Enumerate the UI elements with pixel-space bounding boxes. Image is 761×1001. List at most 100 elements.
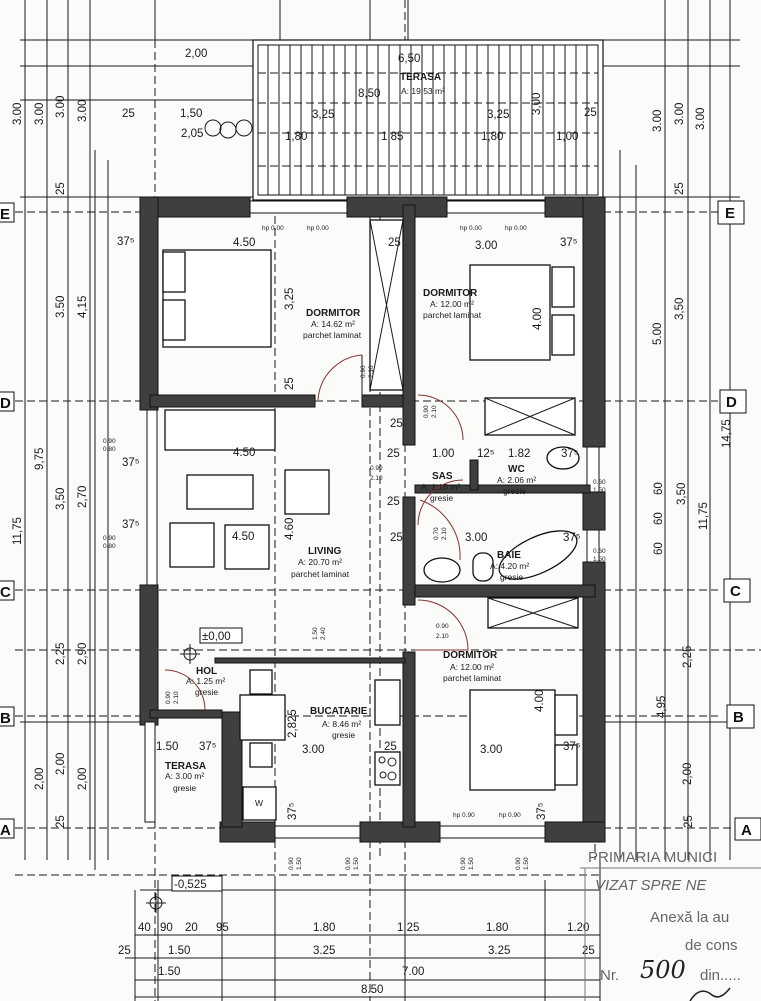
room-finish-sas: gresie [430, 493, 453, 503]
axis-label-c-right: C [730, 583, 741, 600]
room-area-dormitor-2: A: 12.00 m² [430, 299, 474, 309]
dimension-label: 3.00 [480, 744, 502, 756]
dimension-label-left: 4,15 [77, 296, 89, 318]
dimension-label-left: 2,00 [55, 753, 67, 775]
room-name-dormitor-1: DORMITOR [306, 308, 361, 319]
dimension-label: 1,50 [180, 108, 202, 120]
dimension-label-right: 2,25 [682, 646, 694, 668]
dimension-label: 4.50 [232, 531, 254, 543]
dimension-label-right: 2,00 [682, 763, 694, 785]
dimension-label: 37⁵ [563, 532, 581, 544]
room-area-baie: A: 4.20 m² [490, 561, 529, 571]
opening-label: 2.10 [441, 527, 448, 540]
approval-stamp: PRIMARIA MUNICI VIZAT SPRE NE Anexă la a… [580, 849, 761, 1001]
axis-label-b-right: B [733, 709, 744, 726]
room-name-baie: BAIE [497, 550, 521, 561]
toilet [546, 446, 580, 470]
door-swings [164, 354, 469, 711]
opening-label: 0.90 [360, 365, 367, 378]
stamp-din-label: din..... [700, 967, 741, 984]
dimension-label: 37⁵ [199, 741, 217, 753]
walls [139, 196, 606, 843]
opening-label: 1.50 [593, 487, 606, 494]
dimension-label: 3,25 [312, 109, 334, 121]
stamp-nr-label: Nr. [600, 967, 619, 984]
room-area-dormitor-1: A: 14.62 m² [311, 319, 355, 329]
dimension-label: 25 [388, 237, 401, 249]
room-finish-dormitor-1: parchet laminat [303, 330, 362, 340]
room-name-living: LIVING [308, 546, 342, 557]
dimension-label-right: 3,50 [674, 298, 686, 320]
room-name-terasa-small: TERASA [165, 761, 206, 772]
level-markers: ±0,00 -0,525 [146, 627, 243, 913]
opening-label: 1.50 [353, 857, 360, 870]
dimension-label-left: 9,75 [34, 448, 46, 470]
level-floor: ±0,00 [202, 631, 231, 643]
room-name-wc: WC [508, 464, 525, 475]
dimension-label: 37⁵ [561, 448, 579, 460]
washer-label: W [255, 798, 263, 808]
axis-label-a-right: A [741, 822, 752, 839]
axis-label-b: B [0, 710, 11, 727]
stove [374, 751, 401, 786]
opening-label: 1.50 [523, 857, 530, 870]
dimension-label-right: 4,95 [656, 696, 668, 718]
dimension-label-left: 3.00 [34, 103, 46, 125]
opening-label: 0.90 [436, 623, 449, 630]
room-finish-bucatarie: gresie [332, 730, 355, 740]
dimension-label-right: 14,75 [721, 419, 733, 448]
dimension-label-right: 11,75 [698, 502, 710, 530]
dimension-label: 6,50 [398, 53, 420, 65]
dimension-label-bottom: 3.25 [313, 945, 335, 957]
opening-label: 1.50 [296, 857, 303, 870]
level-ground: -0,525 [174, 879, 207, 891]
stamp-line-3: Anexă la au [650, 909, 729, 926]
dimension-label-bottom: 40 [138, 922, 151, 934]
dimension-label-left: 2,25 [55, 643, 67, 665]
dimension-label-bottom: 20 [185, 922, 198, 934]
dimension-label-bottom: 7.00 [402, 966, 424, 978]
dimension-label-right: 25 [683, 815, 695, 828]
opening-label: 0.90 [423, 405, 430, 418]
dimension-label-left: 2,00 [77, 768, 89, 790]
room-name-bucatarie: BUCATARIE [310, 706, 368, 717]
bathtub [498, 530, 578, 580]
dimension-label: 1.00 [432, 448, 454, 460]
opening-label: 0.70 [433, 527, 440, 540]
dimension-label-bottom: 8.50 [361, 984, 383, 996]
opening-label: hp 0.90 [453, 812, 475, 819]
opening-label: hp 0.90 [499, 812, 521, 819]
axis-label-c: C [0, 584, 11, 601]
dimension-label-bottom: 25 [582, 945, 595, 957]
dimension-label: 4.50 [233, 447, 255, 459]
dimension-label: 25 [584, 107, 597, 119]
opening-label: hp 0.00 [307, 225, 329, 232]
dimension-label: 1,00 [556, 131, 578, 143]
opening-label: 0.90 [370, 465, 383, 472]
bed-2 [469, 264, 551, 361]
opening-label: hp 0.00 [262, 225, 284, 232]
dining-table [239, 694, 286, 741]
dimension-label-left: 3,50 [55, 488, 67, 510]
dimension-label-right: 3.00 [695, 108, 707, 130]
opening-label: 0.90 [460, 857, 467, 870]
shrub-icons [204, 119, 253, 139]
axis-label-e: E [0, 206, 10, 223]
dimension-label: 4.00 [534, 690, 546, 712]
dimension-label-left: 3.00 [55, 96, 67, 118]
dimension-label: 4.50 [233, 237, 255, 249]
dimension-label: 25 [387, 496, 400, 508]
axis-label-d-right: D [726, 394, 737, 411]
dimension-label: 37⁵ [536, 802, 548, 820]
room-name-terasa: TERASA [400, 72, 441, 83]
opening-label: 2.10 [173, 691, 180, 704]
opening-label: 0.80 [103, 446, 116, 453]
dimension-label: 25 [390, 418, 403, 430]
stamp-line-4: de cons [685, 937, 738, 954]
dimension-label: 4.60 [284, 518, 296, 540]
dimension-label: 3,00 [531, 93, 543, 115]
room-area-living: A: 20.70 m² [298, 557, 342, 567]
dimension-label: 37⁵ [122, 519, 140, 531]
signature [689, 987, 731, 1001]
